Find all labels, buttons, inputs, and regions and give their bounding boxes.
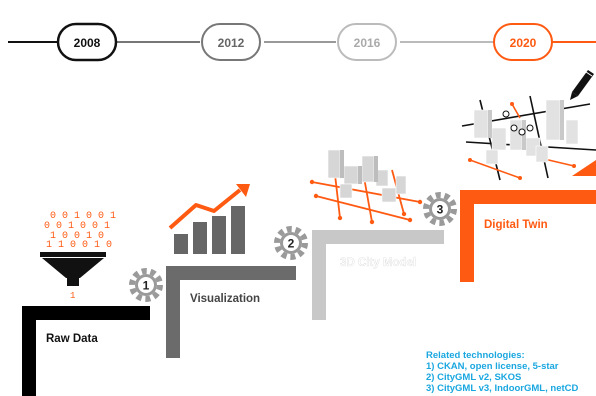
stage-number: 1 — [143, 279, 150, 293]
related-technologies: Related technologies: 1) CKAN, open lice… — [426, 350, 578, 394]
year-marker-2020: 2020 — [493, 23, 553, 61]
technology-item: 3) CityGML v3, IndoorGML, netCD — [426, 383, 578, 394]
year-marker-2008: 2008 — [56, 22, 118, 62]
stage-raw-data: Raw Data — [22, 306, 150, 396]
timeline: 2008 2012 2016 2020 — [8, 22, 596, 62]
year-label: 2008 — [74, 36, 101, 50]
stage-label: Raw Data — [46, 333, 98, 345]
stage-visualization: Visualization — [166, 266, 296, 358]
digit-row: 0 0 1 0 0 1 — [44, 221, 110, 232]
pen-icon — [570, 70, 594, 100]
technologies-title: Related technologies: — [426, 350, 525, 361]
digit-row: 1 0 0 1 0 — [50, 231, 104, 242]
funnel-output-digit: 1 — [70, 291, 75, 301]
stage-number: 3 — [437, 203, 444, 217]
gear-icon: 1 — [129, 268, 163, 302]
digit-row: 1 1 0 0 1 0 — [46, 240, 112, 251]
year-label: 2012 — [218, 36, 245, 50]
stage-digital-twin: Digital Twin — [460, 160, 596, 282]
technology-item: 2) CityGML v2, SKOS — [426, 372, 521, 383]
gear-icon: 2 — [274, 226, 308, 260]
year-marker-2012: 2012 — [201, 23, 261, 61]
binary-digits: 0 0 1 0 0 1 0 0 1 0 0 1 1 0 0 1 0 1 1 0 … — [44, 211, 116, 251]
digital-twin-icon — [461, 70, 596, 181]
year-label: 2016 — [354, 36, 381, 50]
digit-row: 0 0 1 0 0 1 — [50, 211, 116, 222]
gear-icon: 3 — [423, 192, 457, 226]
stage-label: Visualization — [190, 293, 260, 305]
stage-label: 3D City Model — [340, 257, 416, 269]
year-marker-2016: 2016 — [337, 23, 397, 61]
funnel-icon: 1 — [40, 252, 106, 301]
year-label: 2020 — [510, 36, 537, 50]
bar-chart-icon — [168, 184, 250, 254]
stage-number: 2 — [288, 237, 295, 251]
stage-3d-city-model: 3D City Model — [312, 230, 444, 320]
stage-label: Digital Twin — [484, 219, 548, 231]
technology-item: 1) CKAN, open license, 5-star — [426, 361, 559, 372]
city-model-icon — [309, 149, 423, 225]
